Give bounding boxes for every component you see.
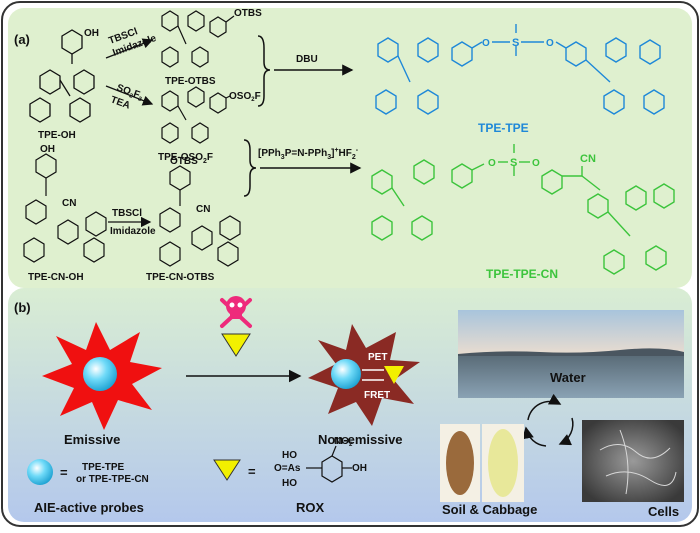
arrow-to-otbs [105,38,154,59]
water-photo-shore [458,348,684,356]
tpe-cn-oh-group-cn: CN [62,198,76,209]
reagent-dbu: DBU [296,54,318,65]
quenched-burst [308,324,420,426]
non-emissive-label: Non-emissive [318,432,403,447]
skull-crossbones-icon [220,296,252,328]
legend-rox-triangle-icon [213,459,241,481]
tpe-tpe-cn-group-cn: CN [580,153,596,165]
tpe-tpe-cn-label: TPE-TPE-CN [486,267,558,281]
legend-equals-1: = [60,465,68,480]
reagent-so2f2: SO2F2 [115,82,145,103]
tpe-cn-otbs-group-cn: CN [196,204,210,215]
legend-probes-caption: AIE-active probes [34,500,144,515]
pet-label: PET [368,352,387,363]
rox-o-as: O=As [274,463,301,474]
rox-ho-top: HO [282,450,297,461]
rox-ho-bottom: HO [282,478,297,489]
tpe-tpe-cn-o-left: O [488,158,496,169]
rox-no2: NO2 [334,436,353,448]
quenched-rox-triangle [384,366,404,384]
cycle-arrows-icon [521,393,574,447]
tpe-cn-oh-label: TPE-CN-OH [28,272,84,283]
soil-sample [446,431,474,495]
tpe-tpe-o-left: O [482,38,490,49]
legend-probe-name-1: TPE-TPE [82,462,125,473]
otbs-group-top: OTBS [234,8,262,19]
tpe-tpe-cn-structure [371,159,675,275]
tpe-oh-group: OH [84,28,99,39]
reagent-catalyst: [PPh3P=N-PPh3]+HF2- [258,147,359,161]
legend-equals-2: = [248,464,256,479]
rox-oh-right: OH [352,463,367,474]
panel-b-label: (b) [14,300,31,315]
tpe-cn-otbs-label: TPE-CN-OTBS [146,272,215,283]
rox-structure [306,445,352,483]
tpe-cn-oh-group-oh: OH [40,144,55,155]
rox-label: ROX [296,500,325,515]
tpe-cn-otbs-group-otbs: OTBS [170,156,198,167]
oso2f-group: OSO2F [229,91,261,103]
tpe-tpe-cn-s: S [510,157,517,169]
tpe-oso2f-structure [161,86,231,144]
reagent-imidazole-2: Imidazole [110,226,156,237]
emissive-label: Emissive [64,432,120,447]
panel-a-label: (a) [14,32,30,47]
cabbage-sample [488,429,518,497]
tpe-otbs-label: TPE-OTBS [165,76,216,87]
quenched-probe-ball [331,359,361,389]
cells-label: Cells [648,504,679,519]
tpe-tpe-cn-o-right: O [532,158,540,169]
tpe-tpe-o-right: O [546,38,554,49]
panel-a-background [8,8,692,288]
soil-cabbage-label: Soil & Cabbage [442,502,537,517]
legend-probe-ball [27,459,53,485]
brace-top [257,35,271,107]
emissive-probe-ball [83,357,117,391]
tpe-cn-oh-structure [23,153,107,263]
tpe-oh-structure [29,29,95,123]
tpe-oh-label: TPE-OH [38,130,76,141]
tpe-tpe-s: S [512,37,519,49]
tpe-oso2f-label: TPE-OSO2F [158,152,213,165]
tpe-otbs-structure [161,10,235,68]
tpe-tpe-label: TPE-TPE [478,121,529,135]
tpe-cn-otbs-structure [159,165,241,267]
legend-probe-name-2: or TPE-TPE-CN [76,474,149,485]
water-label: Water [550,370,586,385]
rox-triangle-icon-top [221,333,251,357]
tpe-tpe-structure [375,37,665,115]
cells-photo [582,420,684,502]
fret-label: FRET [364,390,390,401]
brace-bottom [243,139,257,197]
arrow-to-oso2f [105,85,154,106]
reagent-tbscl-2: TBSCl [112,208,142,219]
cells-photo-texture [599,429,677,495]
